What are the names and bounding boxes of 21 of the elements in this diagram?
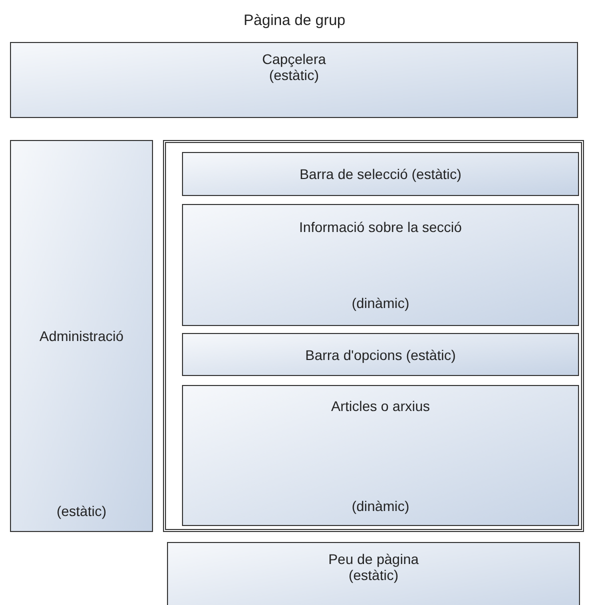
section-box bbox=[182, 385, 579, 526]
section-note: (estàtic) bbox=[56, 503, 108, 519]
section-box bbox=[167, 542, 580, 605]
section-box bbox=[10, 140, 153, 532]
section-box bbox=[182, 333, 579, 376]
section-label: Barra d'opcions (estàtic) bbox=[304, 346, 457, 362]
section-box bbox=[182, 152, 579, 196]
section-label: Capçelera bbox=[261, 51, 327, 67]
section-box bbox=[182, 204, 579, 326]
section-box bbox=[10, 42, 578, 118]
section-label: Informació sobre la secció bbox=[298, 219, 463, 235]
section-note: (dinàmic) bbox=[350, 498, 410, 514]
section-note: (estàtic) bbox=[268, 67, 320, 83]
diagram-title: Pàgina de grup bbox=[242, 12, 346, 29]
section-label: Administració bbox=[38, 328, 125, 344]
section-label: Articles o arxius bbox=[330, 398, 431, 414]
section-note: (dinàmic) bbox=[350, 295, 410, 311]
section-label: Peu de pàgina bbox=[327, 551, 420, 567]
content-panel bbox=[163, 140, 584, 532]
section-label: Barra de selecció (estàtic) bbox=[298, 166, 462, 182]
section-note: (estàtic) bbox=[348, 567, 400, 583]
